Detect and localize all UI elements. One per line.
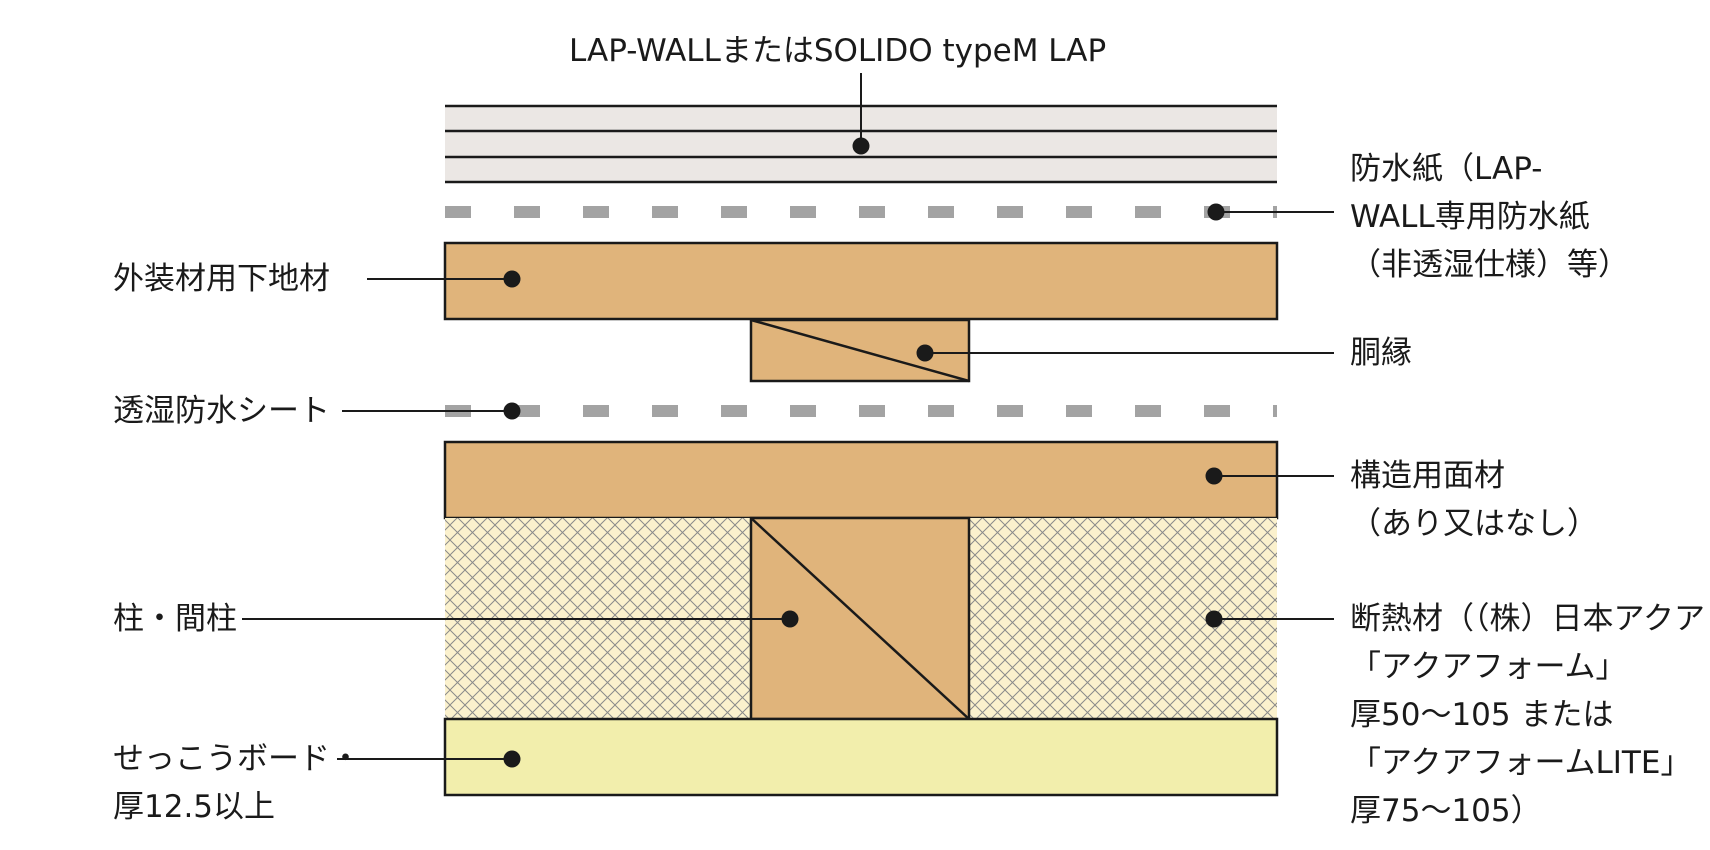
- label-line: 胴縁: [1350, 335, 1412, 371]
- label-line: 厚75〜105）: [1350, 793, 1542, 829]
- leader-dot: [503, 270, 521, 288]
- leader-post: [242, 610, 799, 628]
- leader-dot: [1205, 467, 1223, 485]
- label-gypsum: せっこうボード・ 厚12.5以上: [113, 735, 361, 831]
- label-insulation: 断熱材（（株）日本アクア 「アクアフォーム」 厚50〜105 または 「アクアフ…: [1350, 595, 1705, 835]
- label-line: 柱・間柱: [113, 601, 237, 637]
- label-post: 柱・間柱: [113, 595, 237, 643]
- label-waterproof-paper: 防水紙（LAP- WALL専用防水紙 （非透湿仕様）等）: [1350, 145, 1629, 289]
- leader-dot: [503, 750, 521, 768]
- label-breathable-sheet: 透湿防水シート: [113, 387, 330, 435]
- label-furring-base: 外装材用下地材: [113, 255, 330, 303]
- leader-furring-base: [367, 270, 521, 288]
- batten: [749, 318, 971, 383]
- label-batten: 胴縁: [1350, 329, 1412, 377]
- label-line: LAP-WALLまたはSOLIDO typeM LAP: [569, 33, 1107, 69]
- leader-insulation: [1205, 610, 1334, 628]
- label-line: 外装材用下地材: [113, 261, 330, 297]
- structural-panel: [443, 440, 1279, 520]
- leader-dot: [1207, 203, 1225, 221]
- leader-top: [852, 73, 870, 155]
- post-diagonal: [750, 517, 970, 720]
- label-line: 厚50〜105 または: [1350, 697, 1614, 733]
- label-line: 防水紙（LAP-: [1350, 151, 1543, 187]
- leader-dot: [503, 402, 521, 420]
- batten-diagonal: [750, 318, 970, 383]
- leader-waterproof-paper: [1207, 203, 1334, 221]
- leader-dot: [1205, 610, 1223, 628]
- label-structural-panel: 構造用面材 （あり又はなし）: [1350, 452, 1598, 548]
- leader-breathable-sheet: [342, 402, 521, 420]
- leader-dot: [781, 610, 799, 628]
- gypsum-board: [443, 717, 1279, 797]
- label-line: 透湿防水シート: [113, 393, 330, 429]
- label-line: （非透湿仕様）等）: [1350, 247, 1629, 283]
- label-line: 断熱材（（株）日本アクア: [1350, 601, 1705, 637]
- leader-structural-panel: [1205, 467, 1334, 485]
- label-line: 「アクアフォームLITE」: [1350, 745, 1692, 781]
- label-line: （あり又はなし）: [1350, 506, 1598, 542]
- label-line: せっこうボード・: [113, 741, 361, 777]
- leader-gypsum: [337, 750, 521, 768]
- furring-base-board: [443, 241, 1279, 321]
- label-line: 構造用面材: [1350, 458, 1505, 494]
- leader-dot: [852, 137, 870, 155]
- label-line: 「アクアフォーム」: [1350, 649, 1627, 685]
- label-line: 厚12.5以上: [113, 789, 276, 825]
- leader-batten: [916, 344, 1334, 362]
- label-top: LAP-WALLまたはSOLIDO typeM LAP: [569, 27, 1106, 75]
- label-line: WALL専用防水紙: [1350, 199, 1590, 235]
- leader-dot: [916, 344, 934, 362]
